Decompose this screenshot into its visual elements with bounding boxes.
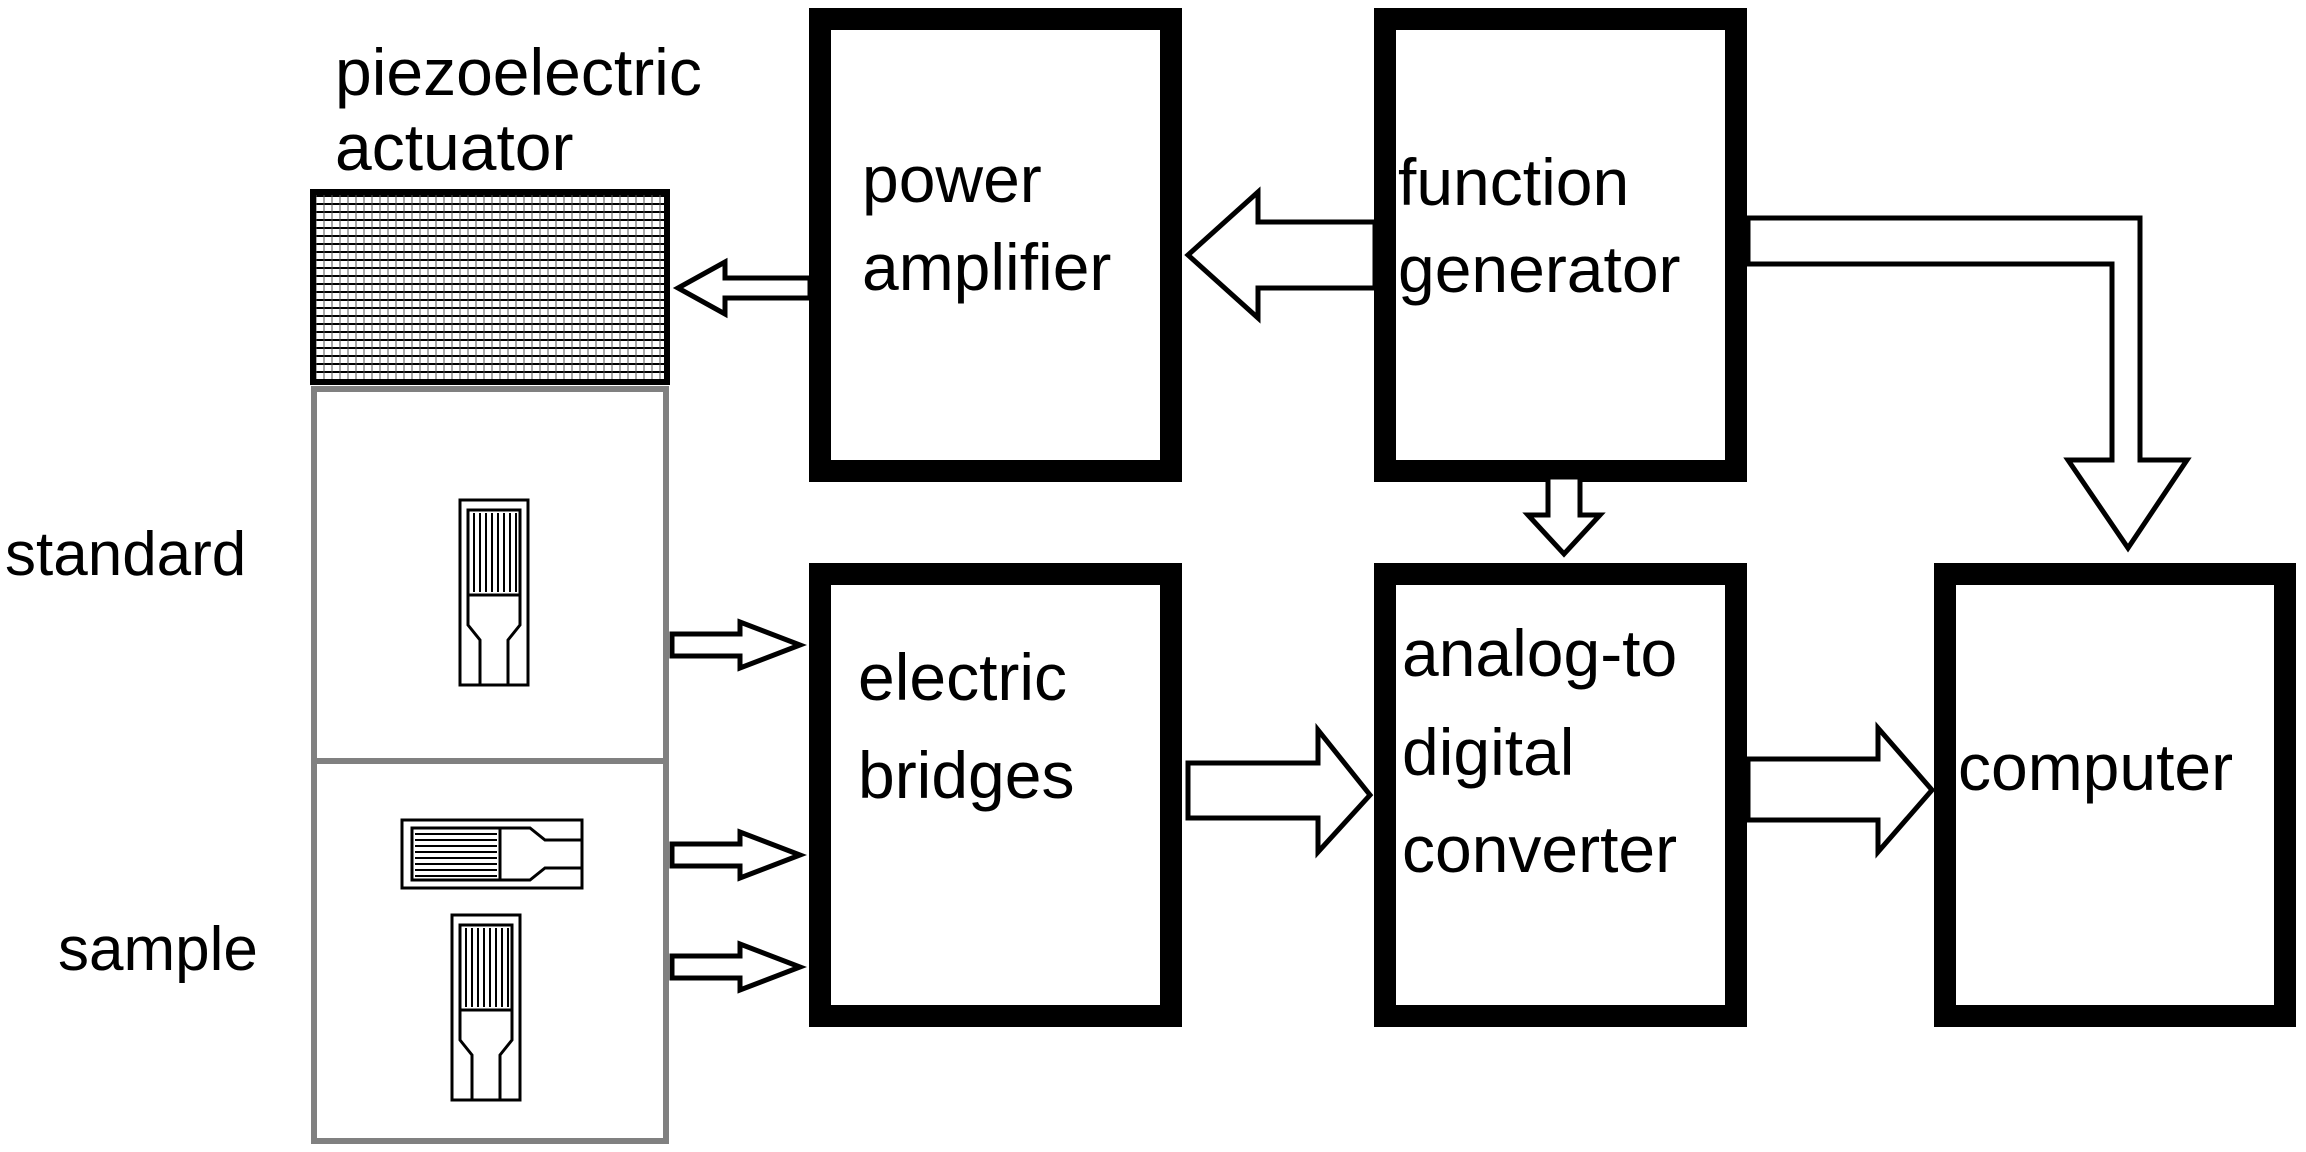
piezo-actuator-label-line2: actuator bbox=[335, 110, 573, 184]
sample-label: sample bbox=[58, 915, 258, 984]
electric-bridges-label-line1: electric bbox=[858, 640, 1067, 714]
strain-gauge-sample-vertical bbox=[450, 913, 522, 1102]
computer-label: computer bbox=[1958, 730, 2233, 804]
arrow-fg-to-computer bbox=[1745, 215, 2192, 553]
arrow-adc-to-computer bbox=[1745, 721, 1936, 859]
arrow-sample-v-to-bridges bbox=[669, 940, 807, 994]
arrow-fg-to-adc bbox=[1522, 474, 1606, 558]
power-amplifier-label-line1: power bbox=[862, 142, 1042, 216]
piezo-actuator-label-line1: piezoelectric bbox=[335, 35, 702, 109]
computer-box bbox=[1934, 563, 2296, 1027]
arrow-sample-h-to-bridges bbox=[669, 828, 807, 882]
adc-label-line1: analog-to bbox=[1402, 616, 1677, 690]
arrow-standard-to-bridges bbox=[669, 618, 807, 672]
strain-gauge-sample-horizontal bbox=[400, 818, 584, 890]
function-generator-label-line2: generator bbox=[1398, 232, 1681, 306]
arrow-bridges-to-adc bbox=[1185, 722, 1374, 859]
power-amplifier-box bbox=[809, 8, 1182, 482]
arrow-fg-to-amplifier bbox=[1184, 186, 1378, 324]
adc-label-line2: digital bbox=[1402, 715, 1574, 789]
arrow-amplifier-to-piezo bbox=[672, 257, 813, 319]
function-generator-label-line1: function bbox=[1398, 145, 1629, 219]
standard-label: standard bbox=[5, 520, 246, 589]
standard-pane bbox=[311, 386, 669, 764]
adc-box bbox=[1374, 563, 1747, 1027]
electric-bridges-label-line2: bridges bbox=[858, 738, 1074, 812]
adc-label-line3: converter bbox=[1402, 812, 1677, 886]
electric-bridges-box bbox=[809, 563, 1182, 1027]
strain-gauge-standard bbox=[458, 498, 530, 687]
piezo-actuator bbox=[310, 189, 670, 385]
function-generator-box bbox=[1374, 8, 1747, 482]
power-amplifier-label-line2: amplifier bbox=[862, 230, 1111, 304]
